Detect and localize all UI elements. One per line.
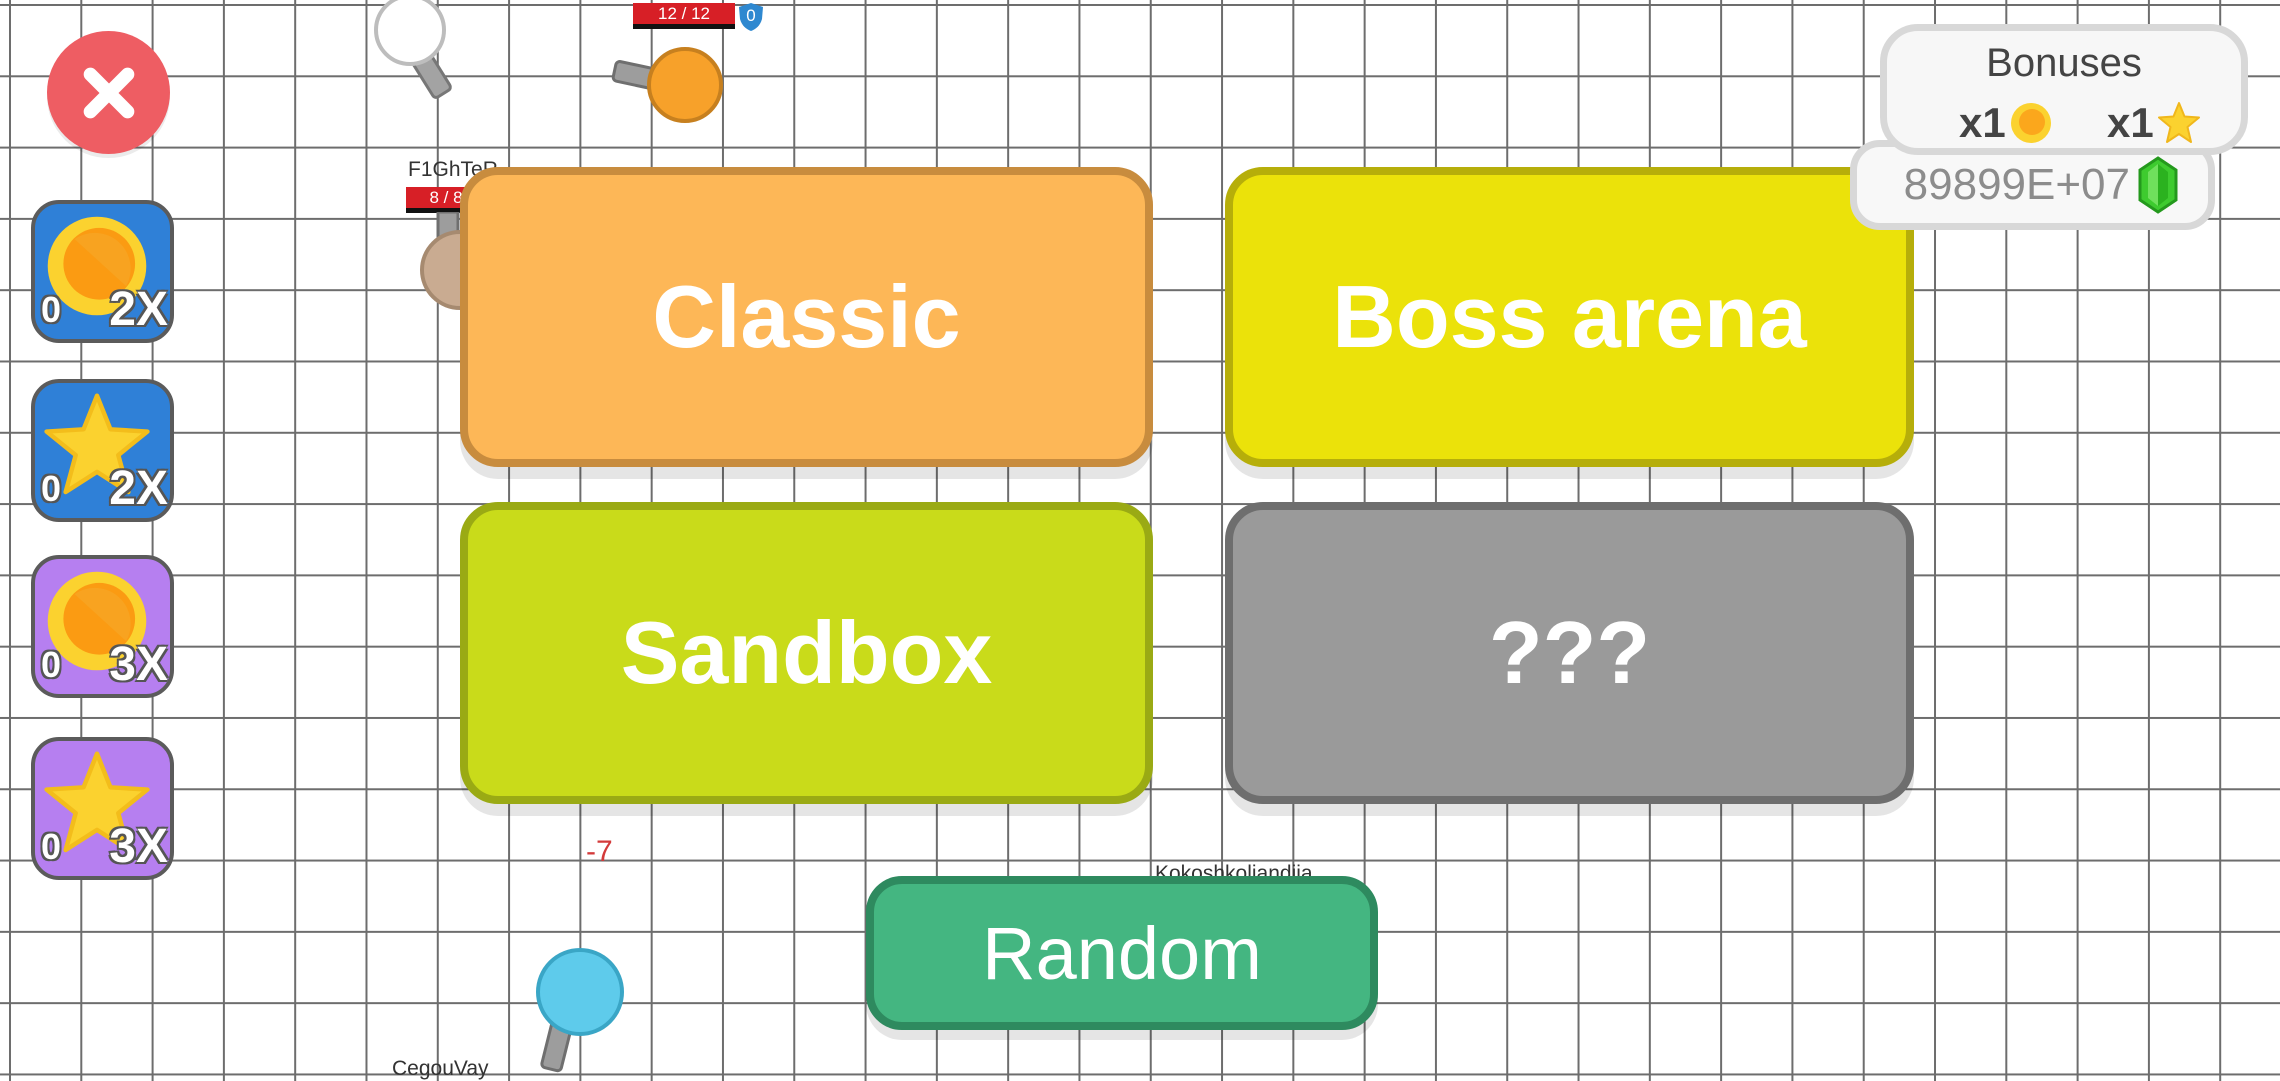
- star-icon: [2157, 102, 2200, 143]
- coin-booster-2x-button[interactable]: 0 2X: [31, 200, 174, 343]
- coin-icon: [47, 216, 147, 316]
- star-bonus-multiplier: x1: [2107, 99, 2154, 146]
- close-icon: [83, 67, 134, 118]
- coin-icon: [47, 571, 147, 671]
- coin-icon: [2010, 103, 2051, 143]
- coin-bonus: x1: [1959, 99, 2054, 147]
- damage-indicator: -7: [586, 835, 613, 868]
- star-booster-2x-button[interactable]: 0 2X: [31, 379, 174, 522]
- star-icon: [44, 393, 150, 495]
- enemy-health-bar: 12 / 12: [633, 3, 735, 29]
- blue-tank: [536, 948, 624, 1073]
- sandbox-mode-button[interactable]: Sandbox: [460, 502, 1153, 804]
- shield-icon: [739, 3, 763, 31]
- locked-mode-button[interactable]: ???: [1225, 502, 1914, 804]
- bonuses-title: Bonuses: [1986, 41, 2142, 85]
- random-mode-button[interactable]: Random: [866, 876, 1378, 1030]
- booster-multiplier: 2X: [109, 462, 168, 515]
- star-bonus: x1: [2107, 99, 2202, 147]
- booster-count: 0: [41, 826, 62, 867]
- bonuses-panel: Bonuses x1 x1: [1880, 24, 2248, 155]
- booster-count: 0: [41, 468, 62, 509]
- gem-icon: [2138, 156, 2178, 214]
- enemy-shield-value: 0: [746, 6, 756, 25]
- booster-multiplier: 2X: [109, 283, 168, 336]
- booster-count: 0: [41, 289, 62, 330]
- orange-tank: [611, 47, 723, 123]
- close-button[interactable]: [47, 31, 170, 154]
- classic-mode-button[interactable]: Classic: [460, 167, 1153, 467]
- boss-arena-mode-button[interactable]: Boss arena: [1225, 167, 1914, 467]
- star-icon: [44, 751, 150, 853]
- player-name-label: CegouVay: [392, 1057, 489, 1080]
- gems-value: 89899E+07: [1903, 160, 2130, 209]
- coin-bonus-multiplier: x1: [1959, 99, 2006, 146]
- booster-multiplier: 3X: [109, 820, 168, 873]
- star-booster-3x-button[interactable]: 0 3X: [31, 737, 174, 880]
- booster-count: 0: [41, 644, 62, 685]
- coin-booster-3x-button[interactable]: 0 3X: [31, 555, 174, 698]
- booster-multiplier: 3X: [109, 638, 168, 691]
- white-tank: [374, 0, 452, 99]
